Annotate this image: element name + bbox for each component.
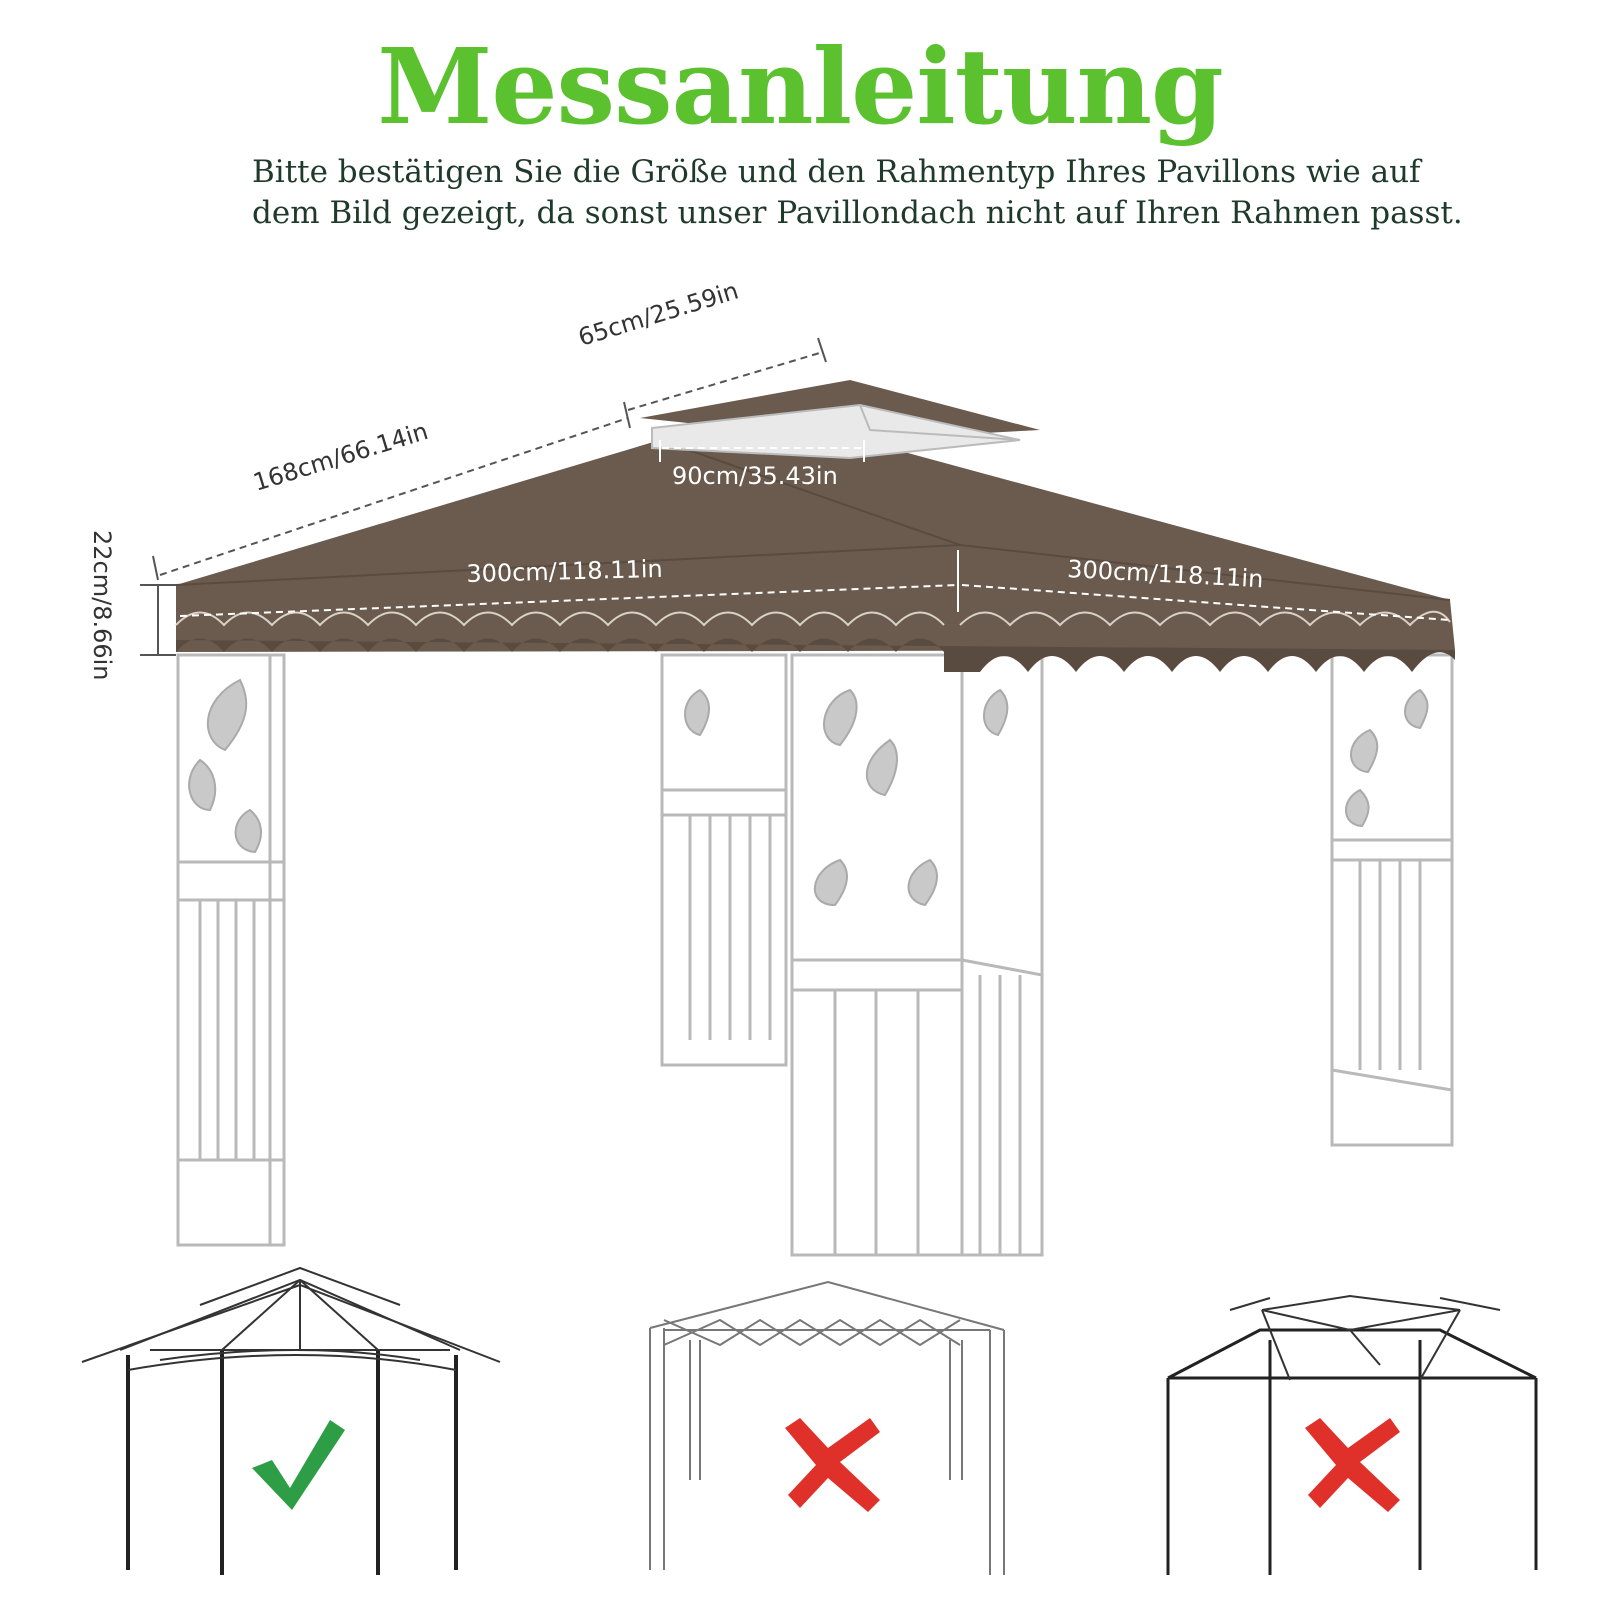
instruction-line-2: dem Bild gezeigt, da sonst unser Pavillo… <box>252 195 1463 231</box>
page-title: Messanleitung <box>377 25 1224 148</box>
check-icon <box>252 1420 345 1510</box>
gazebo-frame <box>176 653 1454 1257</box>
canopy-roof <box>175 380 1455 672</box>
frame-type-incompatible-1 <box>649 1280 1005 1575</box>
frame-type-incompatible-2 <box>1166 1294 1538 1575</box>
valance-height-label: 22cm/8.66in <box>88 530 116 681</box>
frame-type-compatible <box>81 1266 501 1575</box>
instruction-line-1: Bitte bestätigen Sie die Größe und den R… <box>252 154 1421 190</box>
cross-icon <box>1305 1418 1400 1512</box>
front-width-label: 300cm/118.11in <box>466 554 663 588</box>
vent-width-label: 90cm/35.43in <box>672 462 838 490</box>
leaf-decorations <box>188 678 1429 907</box>
dimension-lines <box>140 337 1451 656</box>
instruction-text: Bitte bestätigen Sie die Größe und den R… <box>252 152 1592 234</box>
cross-icon <box>785 1418 880 1512</box>
